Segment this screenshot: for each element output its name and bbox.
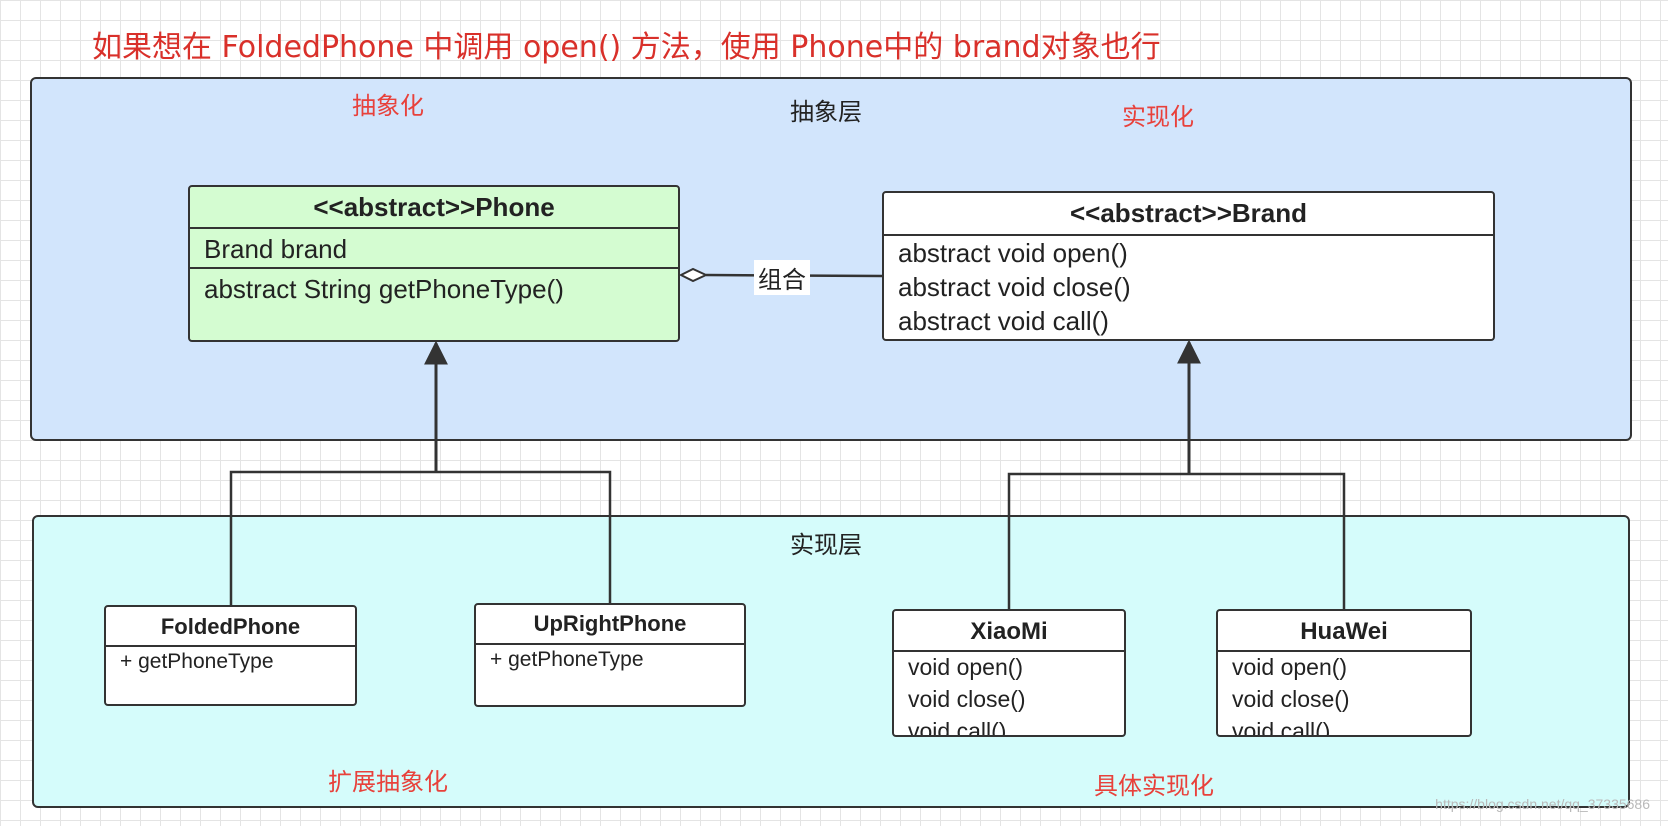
brand-method: abstract void open() [898,238,1128,268]
brand-method: abstract void close() [898,272,1131,302]
composition-label: 组合 [754,260,810,295]
huawei-method: void call() [1232,718,1331,737]
upright-phone-class: UpRightPhone + getPhoneType [474,603,746,707]
huawei-title: HuaWei [1218,611,1470,652]
composition-diamond-icon [678,267,709,283]
xiaomi-inheritance-line [1007,472,1189,609]
huawei-class: HuaWei void open() void close() void cal… [1216,609,1472,737]
concrete-implementor-label: 具体实现化 [1094,772,1214,800]
xiaomi-method: void close() [908,686,1026,712]
implementor-label: 实现化 [1122,103,1194,131]
phone-class: <<abstract>>Phone Brand brand abstract S… [188,185,680,342]
xiaomi-method: void open() [908,654,1024,680]
huawei-method: void open() [1232,654,1348,680]
phone-method: abstract String getPhoneType() [204,274,564,304]
abstraction-layer-title: 抽象层 [790,98,862,126]
brand-class-title: <<abstract>>Brand [884,193,1493,236]
folded-phone-title: FoldedPhone [106,607,355,647]
abstraction-label: 抽象化 [352,92,424,120]
huawei-inheritance-line [1189,472,1346,609]
xiaomi-method: void call() [908,718,1007,737]
brand-method: abstract void call() [898,306,1109,336]
phone-class-title: <<abstract>>Phone [190,187,678,229]
folded-phone-method: + getPhoneType [120,650,274,673]
xiaomi-title: XiaoMi [894,611,1124,652]
implementation-layer-title: 实现层 [790,531,862,559]
top-note: 如果想在 FoldedPhone 中调用 open() 方法，使用 Phone中… [92,30,1161,65]
upright-phone-inheritance-line [436,470,612,603]
xiaomi-class: XiaoMi void open() void close() void cal… [892,609,1126,737]
brand-class: <<abstract>>Brand abstract void open() a… [882,191,1495,341]
folded-phone-inheritance-line [229,470,436,605]
upright-phone-title: UpRightPhone [476,605,744,645]
refined-abstraction-label: 扩展抽象化 [328,768,448,796]
folded-phone-class: FoldedPhone + getPhoneType [104,605,357,706]
phone-attribute: Brand brand [190,229,678,269]
upright-phone-method: + getPhoneType [490,648,644,671]
watermark: https://blog.csdn.net/qq_37335686 [1435,796,1650,812]
huawei-method: void close() [1232,686,1350,712]
